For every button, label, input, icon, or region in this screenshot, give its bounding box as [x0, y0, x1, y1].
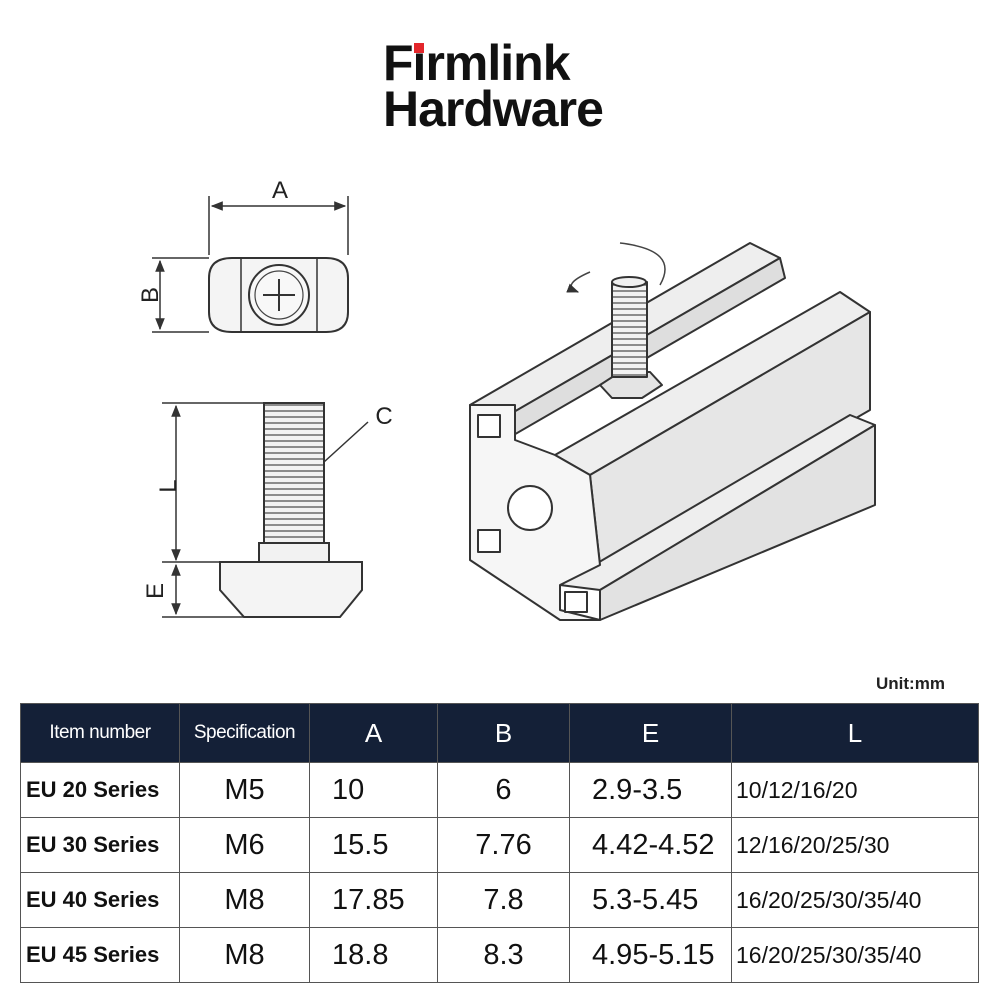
- cell-l: 10/12/16/20: [731, 762, 979, 818]
- cell-item-number: EU 45 Series: [20, 927, 180, 983]
- cell-item-number: EU 30 Series: [20, 817, 180, 873]
- cell-specification: M8: [179, 927, 310, 983]
- brand-text-rmlink: rmlink: [425, 35, 570, 91]
- table-header-row: Item number Specification A B E L: [20, 703, 979, 763]
- cell-a: 10: [309, 762, 438, 818]
- cell-item-number: EU 40 Series: [20, 872, 180, 928]
- label-e: E: [142, 583, 169, 599]
- header-item-number: Item number: [20, 703, 180, 763]
- label-b: B: [137, 287, 164, 303]
- table-row: EU 45 Series M8 18.8 8.3 4.95-5.15 16/20…: [20, 927, 979, 983]
- cell-e: 4.95-5.15: [569, 927, 732, 983]
- cell-item-number: EU 20 Series: [20, 762, 180, 818]
- brand-text-f: F: [383, 35, 414, 91]
- header-a: A: [309, 703, 438, 763]
- t-bolt-side-view: L E C: [142, 402, 393, 618]
- label-l: L: [155, 479, 182, 492]
- leader-c: [323, 421, 369, 463]
- cell-specification: M5: [179, 762, 310, 818]
- cell-e: 2.9-3.5: [569, 762, 732, 818]
- cell-e: 5.3-5.45: [569, 872, 732, 928]
- cell-b: 8.3: [437, 927, 570, 983]
- header-specification: Specification: [179, 703, 310, 763]
- cell-e: 4.42-4.52: [569, 817, 732, 873]
- cell-a: 18.8: [309, 927, 438, 983]
- cell-l: 12/16/20/25/30: [731, 817, 979, 873]
- label-a: A: [272, 177, 288, 204]
- unit-label: Unit:mm: [876, 674, 945, 693]
- cell-b: 7.8: [437, 872, 570, 928]
- cell-l: 16/20/25/30/35/40: [731, 927, 979, 983]
- technical-drawing: A B L E C: [137, 177, 876, 621]
- brand-line-2: Hardware: [383, 81, 604, 137]
- brand-i: i: [413, 38, 427, 88]
- table-row: EU 20 Series M5 10 6 2.9-3.5 10/12/16/20: [20, 762, 979, 818]
- cell-specification: M6: [179, 817, 310, 873]
- table-row: EU 40 Series M8 17.85 7.8 5.3-5.45 16/20…: [20, 872, 979, 928]
- cell-specification: M8: [179, 872, 310, 928]
- cell-l: 16/20/25/30/35/40: [731, 872, 979, 928]
- cell-b: 7.76: [437, 817, 570, 873]
- cell-a: 17.85: [309, 872, 438, 928]
- table-row: EU 30 Series M6 15.5 7.76 4.42-4.52 12/1…: [20, 817, 979, 873]
- t-nut-top-view: A B: [137, 177, 349, 333]
- header-l: L: [731, 703, 979, 763]
- aluminium-profile-illustration: [469, 242, 876, 621]
- specs-table: Item number Specification A B E L EU 20 …: [20, 703, 979, 983]
- brand-red-dot: [414, 43, 424, 53]
- cell-a: 15.5: [309, 817, 438, 873]
- header-e: E: [569, 703, 732, 763]
- cell-b: 6: [437, 762, 570, 818]
- label-c: C: [375, 403, 392, 430]
- header-b: B: [437, 703, 570, 763]
